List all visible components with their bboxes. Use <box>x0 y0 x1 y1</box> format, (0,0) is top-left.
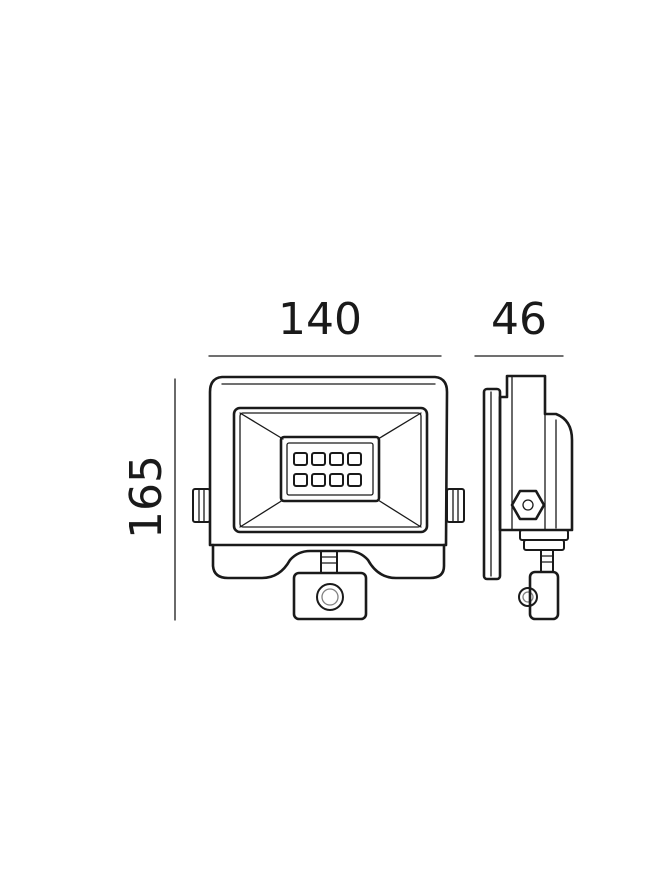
sensor-lens <box>316 583 344 611</box>
sensor-stem <box>320 550 338 574</box>
side-sensor-lens <box>518 587 538 607</box>
width-dimension: 140 <box>208 294 442 357</box>
depth-dimension: 46 <box>474 294 564 357</box>
led-module-inner <box>286 442 374 496</box>
width-label: 140 <box>278 294 362 345</box>
motion-sensor <box>292 571 368 621</box>
side-motion-sensor <box>528 570 560 621</box>
side-view <box>482 374 574 621</box>
led-grid <box>293 452 362 487</box>
side-mount <box>519 529 569 541</box>
height-dimension: 165 <box>121 378 176 621</box>
side-front-plate <box>482 387 502 581</box>
housing-outline <box>208 375 449 547</box>
front-view <box>192 375 465 621</box>
reflector-line <box>239 412 284 440</box>
reflector-line <box>377 499 422 528</box>
side-sensor-stem <box>540 549 554 573</box>
led-module <box>279 435 381 503</box>
front-frame <box>232 406 429 534</box>
right-bracket <box>446 488 465 523</box>
left-bracket <box>192 488 211 523</box>
side-body <box>498 374 574 532</box>
front-frame-inner <box>239 412 422 528</box>
bracket-bolt <box>510 489 546 521</box>
height-label: 165 <box>121 455 172 539</box>
depth-label: 46 <box>491 294 547 345</box>
reflector-line <box>239 499 284 528</box>
reflector-line <box>377 412 422 440</box>
